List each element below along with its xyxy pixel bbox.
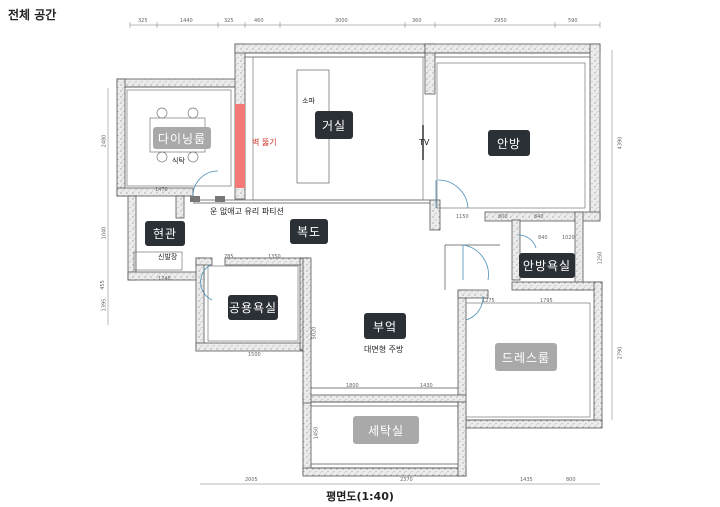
dim-bottom-3: 1430 [420,383,433,389]
room-common-bath: 공용욕실 [228,295,278,320]
dim-top-4: 460 [254,18,264,24]
demolish-note: 벽 뚫기 [252,138,277,147]
dim-inner-6: 800 [498,214,508,220]
glass-partition [190,196,225,202]
dim-left-2: 1040 [101,226,108,240]
window-lines [125,52,594,469]
room-kitchen: 부엌 [364,313,406,339]
dim-inner-14: 1450 [313,426,320,440]
dim-inner-11: 840 [538,235,548,241]
dim-right-3: 1250 [597,251,604,265]
room-entrance: 현관 [145,221,185,246]
room-hallway: 복도 [290,219,328,244]
dim-left-3: 1395 [101,298,108,312]
dim-bottom-1: 2005 [245,477,258,483]
dim-inner-12: 1020 [562,235,575,241]
dim-bottom-2: 1800 [346,383,359,389]
dim-bottom-5: 1435 [520,477,533,483]
kitchen-type-note: 대면형 주방 [364,345,404,354]
plan-caption: 평면도(1:40) [326,490,394,503]
dim-top-5: 3000 [335,18,348,24]
dim-top-8: 590 [568,18,578,24]
page-title: 전체 공간 [8,8,57,22]
demolish-wall-highlight [235,104,245,188]
dim-inner-5: 1500 [248,352,261,358]
dim-inner-10: 1795 [540,298,553,304]
dim-top-7: 2950 [494,18,507,24]
dim-top-2: 1440 [180,18,193,24]
dim-inner-8: 840 [534,214,544,220]
partition-note: 운 없애고 유리 파티션 [210,207,284,216]
dim-inner-7: 785 [224,254,234,260]
dimension-lines [107,22,613,485]
room-dressroom: 드레스룸 [495,343,557,371]
room-laundry: 세탁실 [353,416,419,444]
room-living: 거실 [315,111,353,139]
door-swings [192,170,537,321]
dim-top-3: 325 [224,18,234,24]
dim-inner-2: 1240 [158,276,171,282]
sofa-label: 소파 [302,97,315,105]
dim-top-1: 325 [138,18,148,24]
shoe-cabinet-label: 신발장 [158,253,178,261]
dim-inner-9: 1275 [482,298,495,304]
dim-inner-13: 5020 [311,326,318,340]
dim-left-1: 2480 [101,134,108,148]
dim-inner-1: 1470 [155,187,168,193]
room-dining: 다이닝룸 [153,127,211,149]
exterior-walls [116,43,603,477]
room-master: 안방 [488,130,530,156]
dim-top-6: 360 [412,18,422,24]
dim-right-1: 4390 [617,136,624,150]
dim-inner-4: 1350 [268,254,281,260]
dim-left-4: 455 [99,280,106,290]
dim-right-2: 2790 [617,346,624,360]
table-label: 식탁 [172,157,185,165]
room-master-bath: 안방욕실 [519,253,575,278]
dim-bottom-6: 800 [566,477,576,483]
dim-inner-3: 1150 [456,214,469,220]
tv-label: TV [419,138,430,147]
dim-bottom-4: 2370 [400,477,413,483]
